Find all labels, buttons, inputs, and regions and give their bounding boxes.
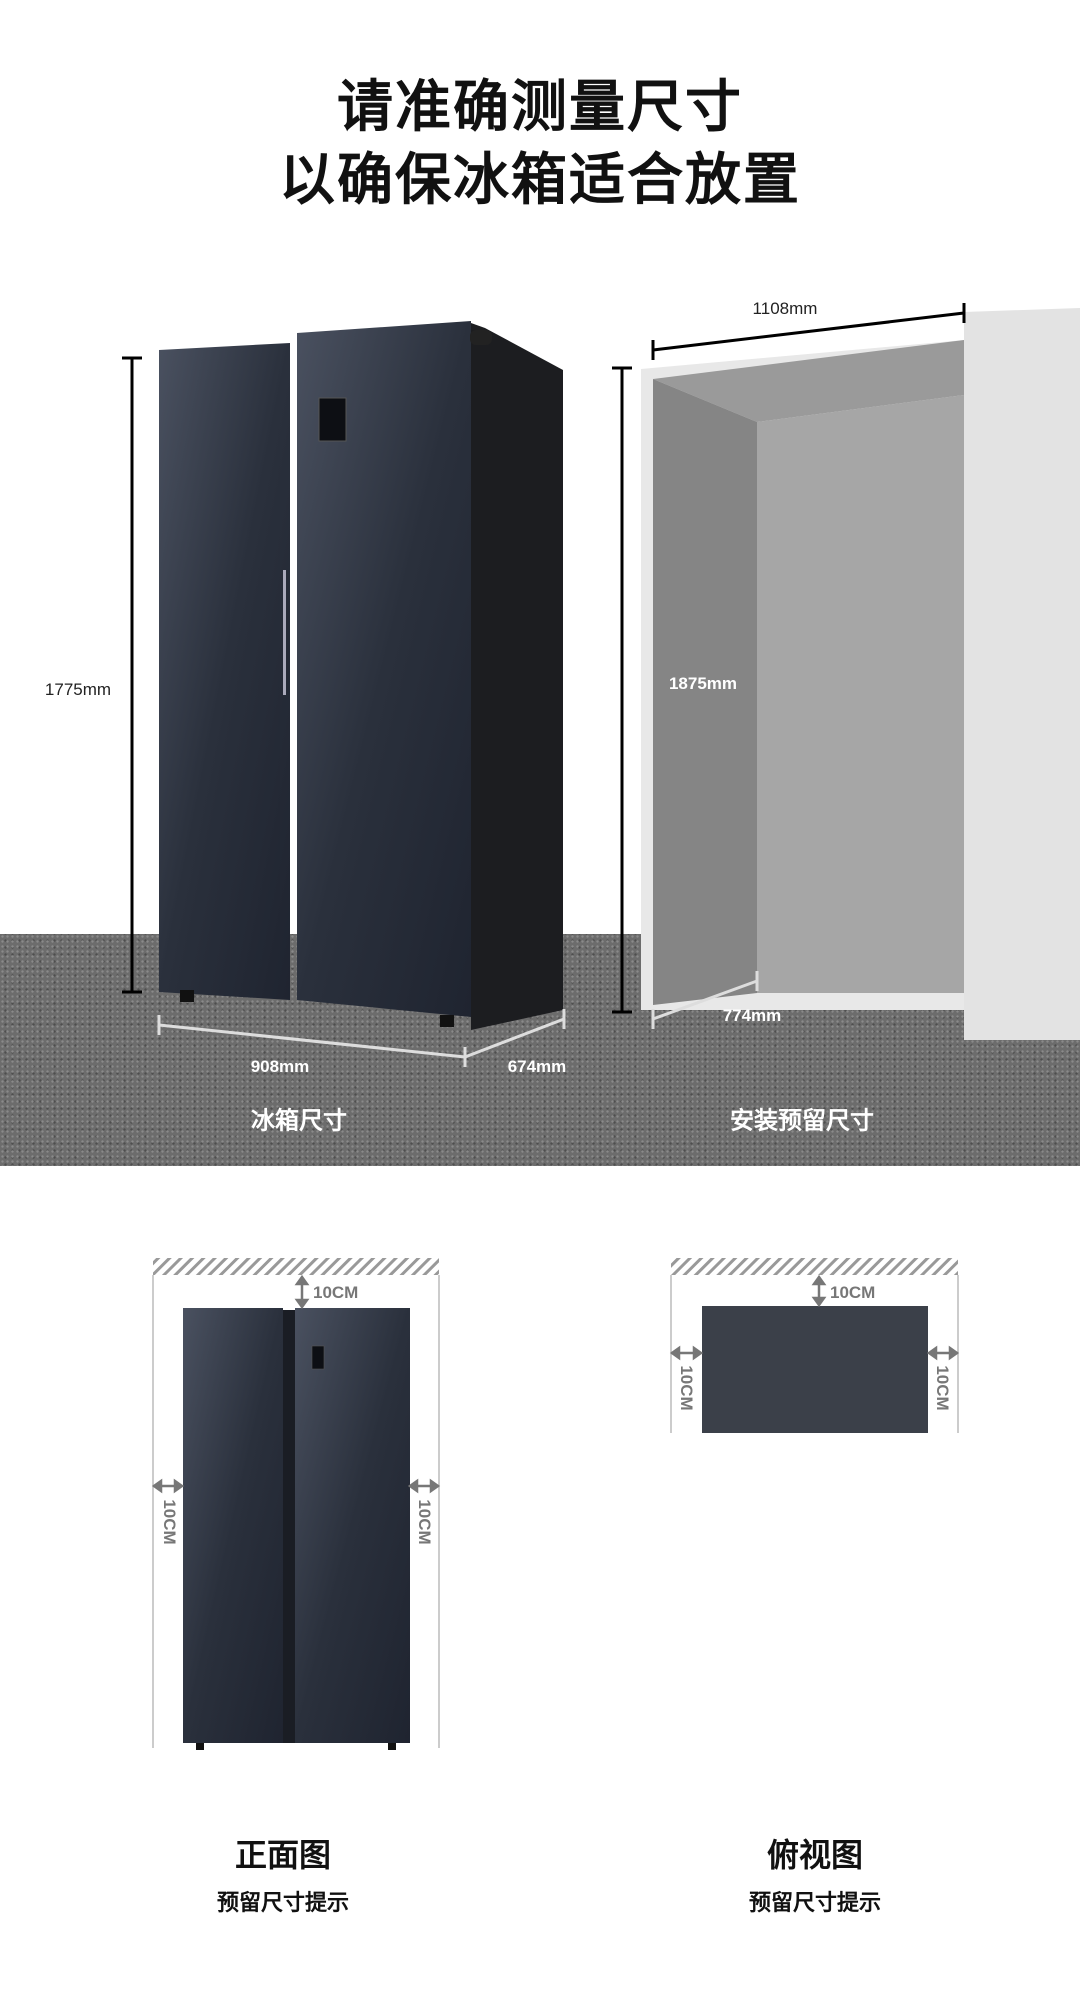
- top-view-left-gap-label: 10CM: [677, 1365, 696, 1411]
- front-view-title: 正面图: [234, 1836, 332, 1874]
- fridge-illustration: [159, 321, 563, 1030]
- fridge-height-label: 1775mm: [44, 680, 112, 699]
- installation-alcove: [641, 308, 1080, 1040]
- fridge-width-label: 908mm: [250, 1057, 310, 1076]
- fridge-dimensions-caption: 冰箱尺寸: [251, 1106, 347, 1135]
- top-view-top-gap-label: 10CM: [830, 1283, 876, 1302]
- fridge-height-dimension-line: [122, 356, 142, 994]
- front-view-subtitle: 预留尺寸提示: [216, 1891, 350, 1916]
- space-depth-line: [651, 971, 759, 1029]
- space-width-label: 1108mm: [752, 299, 818, 318]
- front-left-gap-label: 10CM: [160, 1499, 179, 1545]
- front-right-gap-label: 10CM: [415, 1499, 434, 1545]
- top-view-subtitle: 预留尺寸提示: [748, 1891, 882, 1916]
- headline-line-2: 以确保冰箱适合放置: [279, 148, 801, 213]
- installation-space-caption: 安装预留尺寸: [730, 1106, 874, 1135]
- top-view-diagram: [669, 1258, 960, 1433]
- fridge-depth-label: 674mm: [507, 1057, 567, 1076]
- space-height-label: 1875mm: [668, 674, 738, 693]
- space-dimension-lines: [612, 303, 966, 1014]
- front-view-diagram: [151, 1258, 441, 1750]
- top-view-right-gap-label: 10CM: [933, 1365, 952, 1411]
- fridge-footprint-dimension-lines: [157, 1009, 566, 1067]
- space-depth-label: 774mm: [722, 1006, 782, 1025]
- headline-line-1: 请准确测量尺寸: [337, 75, 743, 140]
- front-top-gap-label: 10CM: [313, 1283, 359, 1302]
- top-view-title: 俯视图: [766, 1836, 864, 1874]
